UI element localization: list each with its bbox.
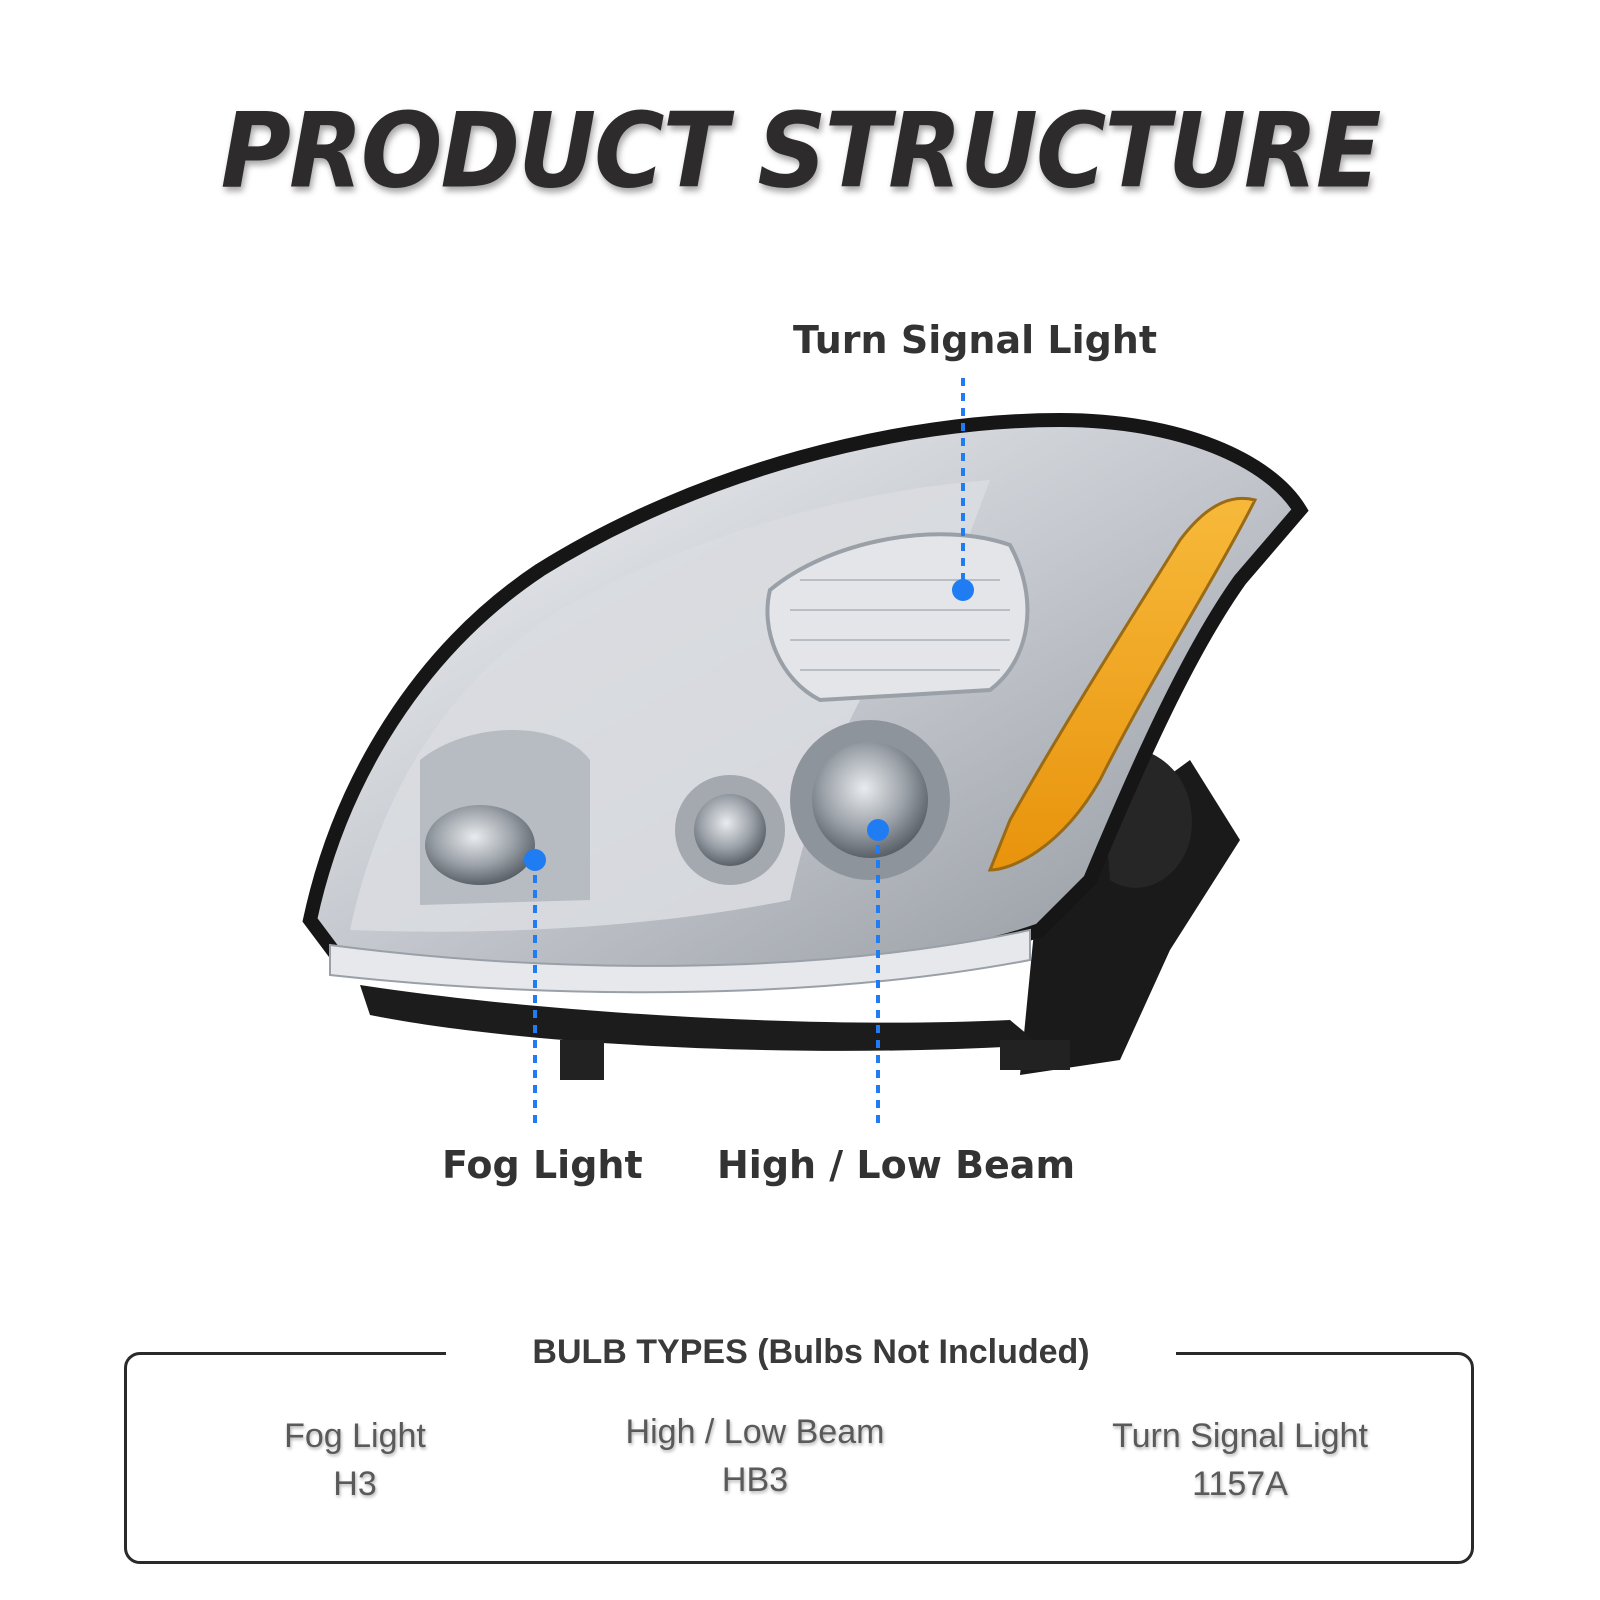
callout-turn-signal: Turn Signal Light — [793, 318, 1158, 362]
bulb-types-heading: BULB TYPES (Bulbs Not Included) — [446, 1328, 1176, 1376]
bulb-item-name: Turn Signal Light — [1112, 1417, 1368, 1455]
bulb-item-type: HB3 — [721, 1461, 789, 1499]
bulb-item-beam: High / Low Beam HB3 — [545, 1408, 965, 1504]
bulb-item-turn-signal: Turn Signal Light 1157A — [1030, 1412, 1450, 1508]
bulb-item-name: Fog Light — [284, 1417, 426, 1455]
bulb-item-type: 1157A — [1192, 1465, 1288, 1503]
bulb-item-name: High / Low Beam — [625, 1413, 885, 1451]
bulb-item-fog: Fog Light H3 — [145, 1412, 565, 1508]
callout-beam: High / Low Beam — [717, 1143, 1076, 1187]
beam-marker — [867, 819, 889, 841]
amber-side-marker — [987, 496, 1258, 872]
callout-fog: Fog Light — [442, 1143, 643, 1187]
bulb-item-type: H3 — [333, 1465, 377, 1503]
page-title: PRODUCT STRUCTURE — [220, 90, 1382, 212]
fog-marker — [524, 849, 546, 871]
turn-signal-marker — [952, 579, 974, 601]
